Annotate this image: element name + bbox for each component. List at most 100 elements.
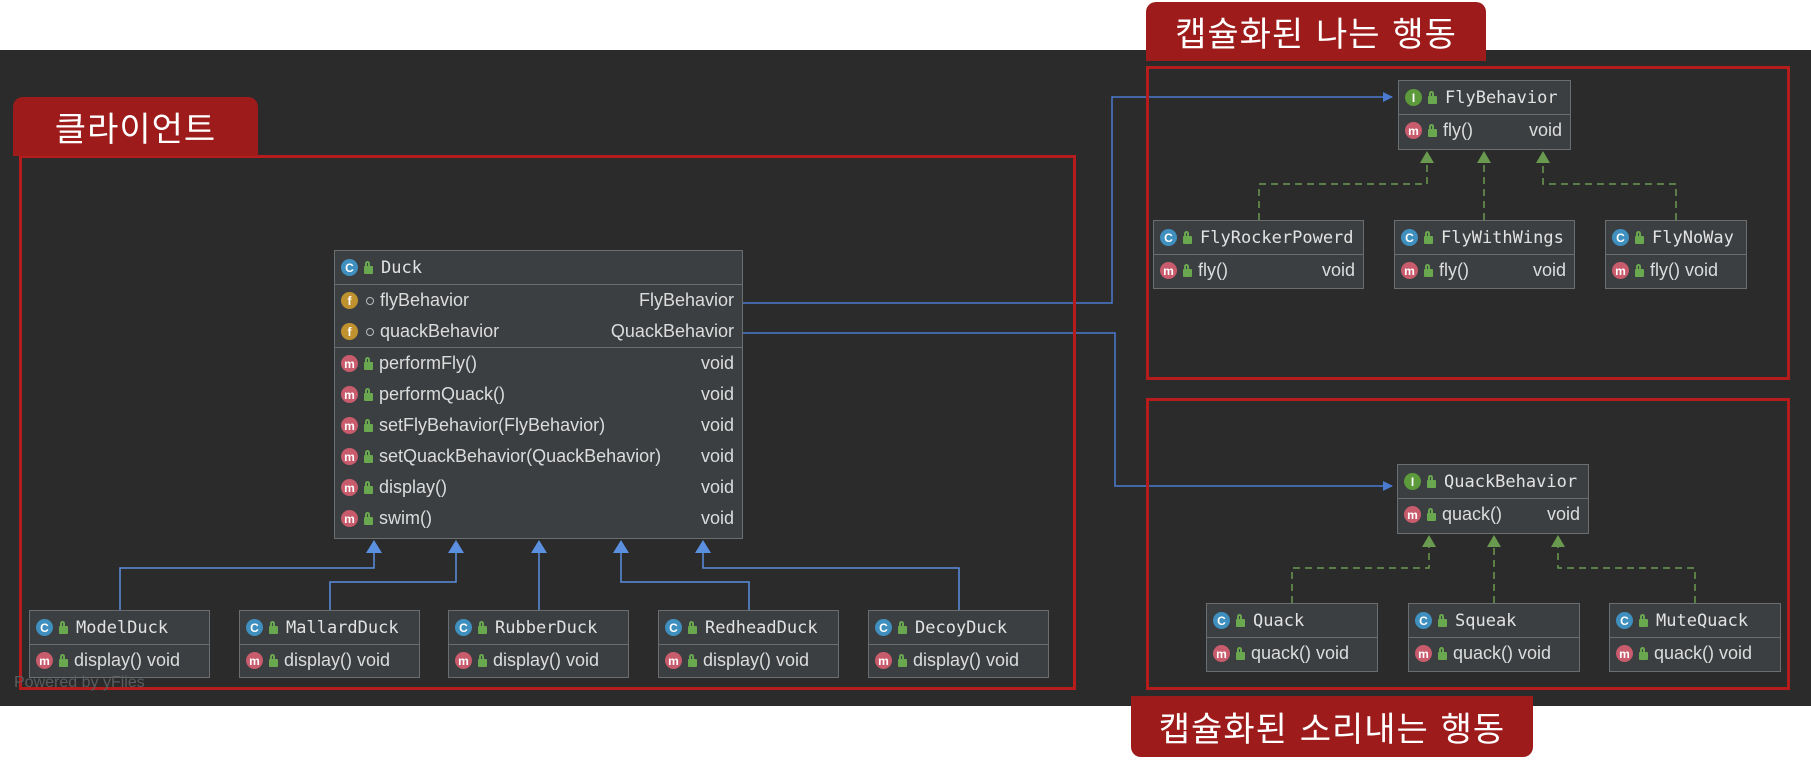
class-name: ModelDuck	[76, 617, 169, 638]
method-icon: m	[341, 386, 358, 403]
field-icon: f	[341, 323, 358, 340]
mallardduck-class-node[interactable]: C MallardDuck m display() void	[239, 610, 420, 678]
class-icon: C	[341, 259, 358, 276]
method-signature: quack() void	[1654, 643, 1753, 663]
duck-class-node[interactable]: C Duck f flyBehavior FlyBehavior f quack…	[334, 250, 743, 539]
class-icon: C	[1160, 229, 1177, 246]
class-header: C ModelDuck	[30, 611, 209, 645]
field-name: flyBehavior	[380, 290, 470, 310]
duck-class-name: Duck	[381, 257, 422, 278]
quackbehavior-interface-node[interactable]: I QuackBehavior m quack() void	[1397, 464, 1589, 534]
method-row: m display() void	[30, 645, 209, 676]
class-icon: C	[1616, 612, 1633, 629]
fly-behavior-tag: 캡슐화된 나는 행동	[1146, 2, 1486, 61]
public-lock-icon	[1438, 646, 1447, 660]
interface-icon: I	[1404, 473, 1421, 490]
rubberduck-class-node[interactable]: C RubberDuck m display() void	[448, 610, 629, 678]
redheadduck-class-node[interactable]: C RedheadDuck m display() void	[658, 610, 839, 678]
quack-class-node[interactable]: C Quack m quack() void	[1206, 603, 1378, 672]
class-icon: C	[875, 619, 892, 636]
public-lock-icon	[59, 653, 68, 667]
method-type: void	[700, 353, 734, 373]
public-lock-icon	[478, 620, 487, 634]
duck-method-row: m setFlyBehavior(FlyBehavior) void	[335, 410, 742, 441]
class-name: FlyRockerPowerd	[1200, 227, 1354, 248]
abstract-method-icon: m	[1404, 506, 1421, 523]
squeak-class-node[interactable]: C Squeak m quack() void	[1408, 603, 1580, 672]
method-name: display()	[379, 477, 448, 497]
method-icon: m	[341, 417, 358, 434]
method-icon: m	[1612, 262, 1629, 279]
method-type: void	[700, 508, 734, 528]
interface-header: I FlyBehavior	[1399, 81, 1570, 115]
public-lock-icon	[59, 620, 68, 634]
method-row: m fly() void	[1399, 115, 1570, 146]
quack-behavior-region	[1146, 398, 1790, 690]
class-name: FlyNoWay	[1652, 227, 1734, 248]
class-header: C RubberDuck	[449, 611, 628, 645]
interface-name: QuackBehavior	[1444, 471, 1578, 492]
duck-method-row: m performFly() void	[335, 348, 742, 379]
client-tag: 클라이언트	[13, 97, 258, 156]
method-icon: m	[875, 652, 892, 669]
method-type: void	[700, 477, 734, 497]
public-lock-icon	[269, 620, 278, 634]
public-lock-icon	[1183, 263, 1192, 277]
flywithwings-class-node[interactable]: C FlyWithWings m fly() void	[1394, 220, 1575, 289]
method-row: m quack() void	[1610, 638, 1780, 669]
class-icon: C	[36, 619, 53, 636]
public-lock-icon	[688, 653, 697, 667]
method-row: m fly() void	[1606, 255, 1746, 286]
method-row: m quack() void	[1207, 638, 1377, 669]
method-icon: m	[1401, 262, 1418, 279]
flybehavior-interface-node[interactable]: I FlyBehavior m fly() void	[1398, 80, 1571, 150]
method-type: void	[1532, 260, 1566, 280]
mutequack-class-node[interactable]: C MuteQuack m quack() void	[1609, 603, 1781, 672]
public-lock-icon	[1183, 230, 1192, 244]
decoyduck-class-node[interactable]: C DecoyDuck m display() void	[868, 610, 1049, 678]
class-icon: C	[1401, 229, 1418, 246]
method-type: void	[700, 446, 734, 466]
public-lock-icon	[1639, 613, 1648, 627]
interface-name: FlyBehavior	[1445, 87, 1558, 108]
method-signature: quack() void	[1453, 643, 1552, 663]
class-name: FlyWithWings	[1441, 227, 1564, 248]
method-row: m display() void	[449, 645, 628, 676]
method-signature: display() void	[493, 650, 600, 670]
method-type: void	[1546, 504, 1580, 524]
class-name: Squeak	[1455, 610, 1517, 631]
class-name: MuteQuack	[1656, 610, 1749, 631]
method-icon: m	[665, 652, 682, 669]
class-header: C MuteQuack	[1610, 604, 1780, 638]
modelduck-class-node[interactable]: C ModelDuck m display() void	[29, 610, 210, 678]
public-lock-icon	[1635, 230, 1644, 244]
method-signature: fly() void	[1650, 260, 1719, 280]
method-name: swim()	[379, 508, 432, 528]
method-icon: m	[341, 448, 358, 465]
section-divider	[335, 347, 742, 348]
method-name: fly()	[1443, 120, 1473, 140]
flyrockerpowerd-class-node[interactable]: C FlyRockerPowerd m fly() void	[1153, 220, 1364, 289]
class-name: Quack	[1253, 610, 1305, 631]
flynoway-class-node[interactable]: C FlyNoWay m fly() void	[1605, 220, 1747, 289]
method-icon: m	[246, 652, 263, 669]
public-lock-icon	[1427, 474, 1436, 488]
method-icon: m	[455, 652, 472, 669]
method-icon: m	[1160, 262, 1177, 279]
method-icon: m	[1616, 645, 1633, 662]
package-visibility-icon	[366, 296, 374, 305]
class-name: DecoyDuck	[915, 617, 1008, 638]
method-row: m display() void	[869, 645, 1048, 676]
abstract-method-icon: m	[1405, 122, 1422, 139]
class-header: C FlyWithWings	[1395, 221, 1574, 255]
class-icon: C	[246, 619, 263, 636]
field-type: FlyBehavior	[638, 290, 734, 310]
class-name: RedheadDuck	[705, 617, 818, 638]
method-type: void	[1321, 260, 1355, 280]
class-header: C MallardDuck	[240, 611, 419, 645]
public-lock-icon	[269, 653, 278, 667]
method-row: m quack() void	[1398, 499, 1588, 530]
method-row: m display() void	[659, 645, 838, 676]
class-header: C RedheadDuck	[659, 611, 838, 645]
method-row: m quack() void	[1409, 638, 1579, 669]
